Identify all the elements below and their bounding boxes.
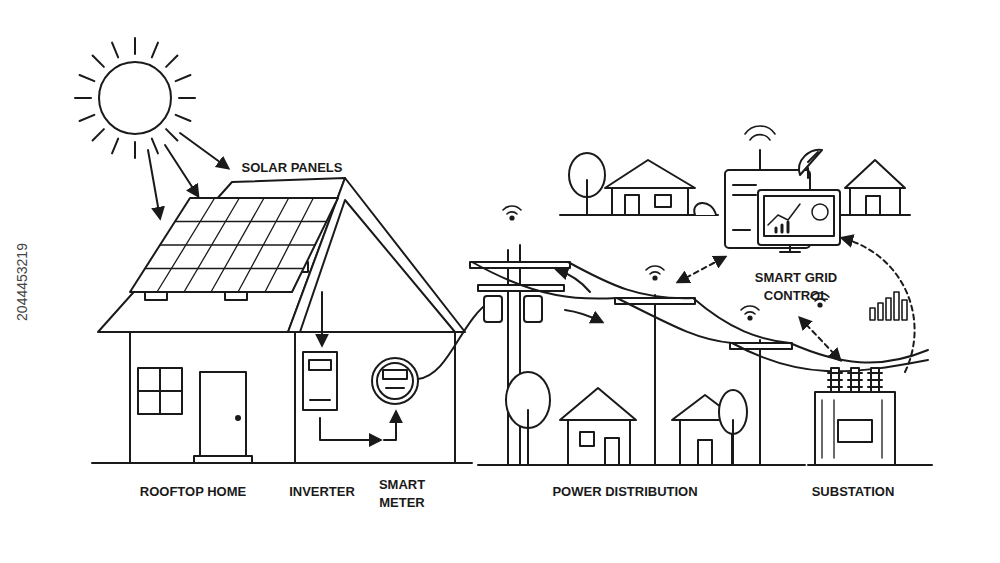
wifi-arc <box>741 306 759 310</box>
smart-meter <box>372 300 492 404</box>
label-rooftop-home: ROOFTOP HOME <box>140 483 246 501</box>
sun-ray <box>176 115 191 121</box>
label-solar-panels: SOLAR PANELS <box>242 159 343 177</box>
label-smart-grid-control: SMART GRID CONTROL <box>741 269 851 305</box>
sun-ray <box>93 56 104 67</box>
insulator-disc <box>828 379 842 381</box>
sun-ray <box>134 38 136 54</box>
sun-ray <box>80 75 95 81</box>
substation <box>808 368 932 465</box>
fin <box>881 400 882 458</box>
sun-ray <box>80 115 95 121</box>
wifi-arc <box>503 206 521 210</box>
label-smart-meter: SMART METER <box>372 476 432 512</box>
panel-line <box>265 198 313 292</box>
label-power-distribution: POWER DISTRIBUTION <box>552 483 697 501</box>
insulator-disc <box>868 372 882 374</box>
sun-ray <box>134 142 136 158</box>
panel-line <box>184 198 239 292</box>
watermark-number: 2044453219 <box>13 243 31 321</box>
insulator-disc <box>828 372 842 374</box>
insulator-disc <box>848 379 862 381</box>
sun-ray <box>152 139 158 154</box>
insulator-disc <box>848 386 862 388</box>
panel-line <box>238 198 289 292</box>
wifi-dot <box>818 303 822 307</box>
wifi-arc <box>650 272 660 274</box>
insulator-disc <box>868 379 882 381</box>
sun-ray <box>75 97 91 99</box>
fin <box>833 400 834 458</box>
sun-ray <box>166 56 177 67</box>
insulator-disc <box>828 386 842 388</box>
sun-ray <box>112 43 118 58</box>
insulator-disc <box>848 372 862 374</box>
wifi-arc <box>507 212 517 214</box>
wifi-arc <box>745 312 755 314</box>
wifi-dot <box>653 276 657 280</box>
sun <box>75 38 228 218</box>
wifi-arc <box>646 266 664 270</box>
control-centre <box>725 126 907 320</box>
sun-ray <box>112 139 118 154</box>
sun-ray <box>152 43 158 58</box>
wifi-dot <box>748 316 752 320</box>
fin <box>821 400 822 458</box>
label-substation: SUBSTATION <box>812 483 895 501</box>
label-inverter: INVERTER <box>289 483 355 501</box>
power-poles <box>470 238 928 465</box>
sun-ray <box>176 75 191 81</box>
wifi-dot <box>510 216 514 220</box>
sun-ray <box>93 129 104 140</box>
panel-line <box>157 198 215 292</box>
panel-line <box>211 198 264 292</box>
insulator-disc <box>868 386 882 388</box>
rooftop-house <box>92 178 472 463</box>
sun-ray <box>166 129 177 140</box>
sun-ray <box>179 97 195 99</box>
neighbourhood <box>506 372 747 465</box>
solar-panel <box>130 198 338 300</box>
